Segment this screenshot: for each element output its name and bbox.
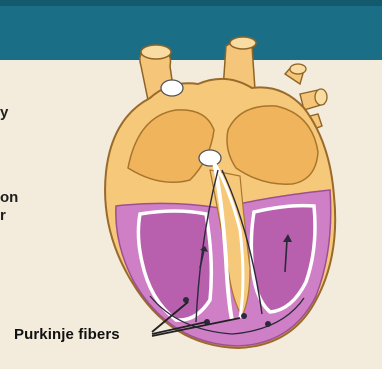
fiber-dot bbox=[183, 297, 189, 303]
purkinje-fibers-label: Purkinje fibers bbox=[14, 326, 120, 343]
fiber-dot bbox=[241, 313, 247, 319]
av-node bbox=[199, 150, 221, 166]
left-text-fragment-1: y bbox=[0, 105, 8, 120]
header-band bbox=[0, 0, 382, 60]
left-text-fragment-3: r bbox=[0, 208, 6, 223]
left-text-fragment-2: on bbox=[0, 190, 18, 205]
sa-node bbox=[161, 80, 183, 96]
fiber-dot bbox=[265, 321, 271, 327]
